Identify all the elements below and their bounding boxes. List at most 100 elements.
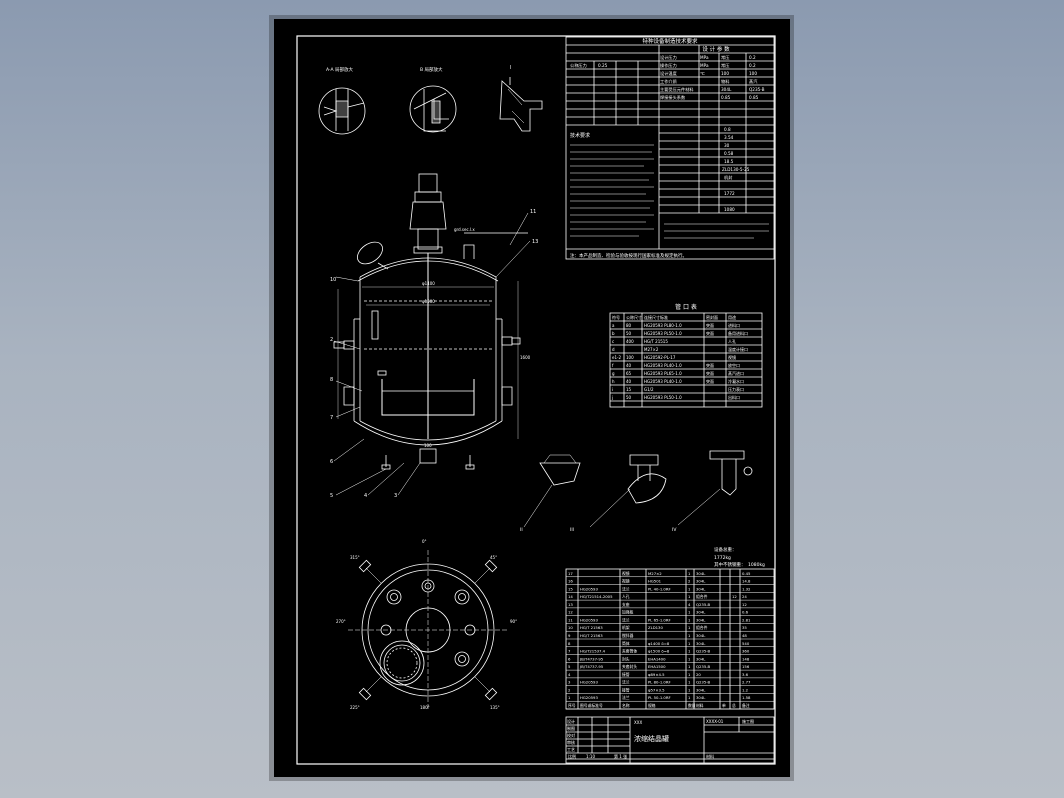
spec-cell: 0.25 bbox=[598, 63, 608, 68]
tb-company: XXX bbox=[634, 720, 642, 725]
spec-cell: 焊接接头系数 bbox=[660, 94, 686, 101]
nozzle-table-cell: i bbox=[612, 387, 613, 392]
parts-list-cell: 304L bbox=[696, 633, 706, 638]
spec-cell: MPa bbox=[700, 63, 709, 68]
spec-cells: 设计压力 MPa 常压 0.2 公称压力 0.25 操作压力 MPa 常压 0.… bbox=[570, 54, 765, 212]
parts-list-cell: 1 bbox=[688, 633, 691, 638]
spec-cell: 0.8 bbox=[724, 127, 731, 132]
parts-list-cell: 304L bbox=[696, 571, 706, 576]
design-params-title: 设 计 参 数 bbox=[702, 45, 730, 53]
nozzle-table-cell: 冷凝水口 bbox=[728, 378, 744, 384]
nozzle-table-cell: 突面 bbox=[706, 322, 714, 328]
tb-sheet: 第 1 张 bbox=[614, 753, 627, 759]
nozzle-table-cell: e1-2 bbox=[612, 355, 621, 360]
parts-list-cell: 12 bbox=[568, 610, 573, 615]
spec-cell: 0.58 bbox=[724, 151, 734, 156]
parts-list-header: 单 bbox=[722, 703, 726, 708]
nozzle-table-cell: 备用进料口 bbox=[728, 330, 748, 336]
drawing-border bbox=[296, 35, 776, 765]
nozzle-table bbox=[609, 312, 763, 408]
nozzle-table-cell: j bbox=[611, 395, 613, 400]
vessel-plan-view bbox=[348, 550, 508, 710]
parts-list-header: 名称 bbox=[622, 703, 630, 708]
parts-list-cell: 304L bbox=[696, 695, 706, 700]
spec-cell: 0.2 bbox=[749, 63, 756, 68]
part-label: 6 bbox=[330, 459, 333, 465]
plan-angle: 135° bbox=[490, 705, 500, 710]
nozzle-table-cell: 400 bbox=[626, 339, 634, 344]
detail-iii-label: III bbox=[570, 527, 574, 533]
parts-list-header: 总 bbox=[732, 703, 736, 708]
parts-list-cell: 8 bbox=[568, 641, 571, 646]
parts-list-cell: 法兰 bbox=[622, 617, 630, 622]
parts-list-cell: JB/T4737-95 bbox=[579, 656, 604, 661]
weight-label: 设备总重： bbox=[714, 546, 737, 553]
parts-list-cell: 4 bbox=[688, 602, 691, 607]
parts-list-cell: 1 bbox=[688, 594, 691, 599]
parts-list-cell: 3 bbox=[568, 680, 571, 685]
nozzle-table-cell: 80 bbox=[626, 323, 632, 328]
plan-angle: 225° bbox=[350, 705, 360, 710]
detail-i-label: I bbox=[510, 65, 511, 71]
nozzle-table-cell: h bbox=[612, 379, 615, 384]
parts-list-cell: 1 bbox=[688, 680, 691, 685]
parts-list-cell: 15 bbox=[568, 586, 573, 591]
nozzle-table-cell: 50 bbox=[626, 331, 632, 336]
detail-b bbox=[409, 85, 457, 133]
detail-iii bbox=[589, 454, 667, 528]
nozzle-table-cell: 突面 bbox=[706, 378, 714, 384]
part-label: 4 bbox=[364, 493, 367, 499]
nozzle-table-cell: 放空口 bbox=[728, 362, 740, 368]
parts-list-cell: 加强板 bbox=[622, 610, 634, 615]
spec-cell: 18.5 bbox=[724, 159, 734, 164]
nozzle-table-cell: 蒸汽进口 bbox=[728, 370, 744, 376]
part-label: 13 bbox=[532, 239, 538, 245]
nozzle-table-cell: 40 bbox=[626, 379, 632, 384]
parts-list-cell: PL 50-1.0RF bbox=[648, 695, 671, 700]
spec-cell: 主要受压元件材料 bbox=[660, 86, 694, 93]
parts-list-cell: 4 bbox=[568, 672, 571, 677]
detail-ii bbox=[523, 454, 581, 528]
spec-cell: 3.54 bbox=[724, 135, 734, 140]
parts-list-cell: 机架 bbox=[622, 625, 630, 630]
plan-angle: 270° bbox=[336, 619, 346, 624]
tb-row-label: 制图 bbox=[567, 725, 575, 731]
detail-a bbox=[318, 87, 366, 135]
parts-list-cell: 10 bbox=[568, 625, 573, 630]
spec-cell: 0.85 bbox=[749, 95, 759, 100]
detail-b-label: B 局部放大 bbox=[420, 66, 443, 73]
nozzle-table-cell: b bbox=[612, 331, 615, 336]
part-label: 10 bbox=[330, 277, 336, 283]
parts-list-cell: Q235-B bbox=[696, 649, 710, 654]
notes-text-lines bbox=[570, 144, 769, 239]
nozzle-table-cell: HG20593 PL80-1.0 bbox=[644, 323, 682, 328]
tb-drawing-no: XXXX-01 bbox=[706, 719, 724, 724]
detail-ii-label: II bbox=[520, 527, 523, 533]
spec-cell: 工作介质 bbox=[660, 78, 677, 85]
nozzle-table-cell: c bbox=[612, 339, 614, 344]
tb-scale-label: 比例 bbox=[568, 753, 576, 759]
parts-list-cell: 2 bbox=[568, 687, 571, 692]
spec-cell: Q235-B bbox=[749, 87, 765, 92]
plan-angle: 90° bbox=[510, 619, 517, 624]
nozzle-table-cell: G1/2 bbox=[644, 387, 654, 392]
parts-list-cell: 0.45 bbox=[742, 571, 751, 576]
nozzle-table-cell: d bbox=[612, 347, 615, 352]
parts-list-cell: EHA1400 bbox=[648, 656, 666, 661]
parts-list-header: 序号 bbox=[568, 703, 576, 708]
leader-lines bbox=[333, 212, 531, 496]
plan-angle: 180° bbox=[420, 705, 430, 710]
nozzle-table-cell: HG20593 PL40-1.0 bbox=[644, 379, 682, 384]
parts-list-cell: φ89×4.5 bbox=[648, 672, 665, 677]
detail-a-label: A-A 局部放大 bbox=[326, 66, 354, 73]
part-number-labels: 10 2 8 7 6 5 4 3 11 13 bbox=[330, 209, 538, 499]
parts-list-cell: 1.2 bbox=[742, 687, 749, 692]
parts-list-header: 图号或标准号 bbox=[580, 703, 603, 708]
spec-cell: 机封 bbox=[724, 174, 732, 181]
parts-list-cell: PL 80-1.0RF bbox=[648, 680, 671, 685]
parts-list-cell: 1 bbox=[568, 695, 571, 700]
spec-cell: 1772 bbox=[724, 191, 735, 196]
tb-row-label: 审核 bbox=[567, 739, 575, 745]
parts-list-cell: 13 bbox=[568, 602, 573, 607]
